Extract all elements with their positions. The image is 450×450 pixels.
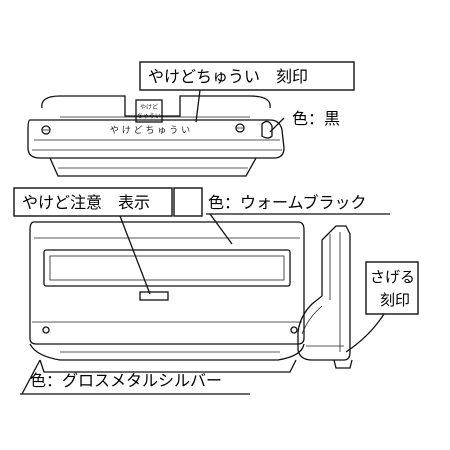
stamp-text-1: やけど (140, 103, 158, 111)
stamp-text-2: ちゅうい (137, 113, 161, 120)
front-color-label: 色：ウォームブラック (208, 193, 367, 212)
callout-front-color: 色：ウォームブラック (173, 187, 390, 245)
callout-top-engraving: やけどちゅうい 刻印 (139, 61, 355, 123)
top-color-label: 色：黒 (292, 109, 340, 128)
top-view-part: やけど ちゅうい や け ど ち ゅ う い (27, 95, 285, 177)
engraving-text: や け ど ち ゅ う い (110, 125, 190, 136)
callout-burn-warning: やけど注意 表示 (13, 187, 173, 295)
side-engraving-label-1: さげる (370, 268, 415, 286)
burn-warning-label: やけど注意 表示 (22, 193, 150, 212)
side-view-part (297, 225, 353, 369)
callout-bottom-color: 色：グロスメタルシルバー (20, 359, 250, 395)
callout-side-engraving: さげる 刻印 (345, 261, 419, 353)
side-engraving-label-2: 刻印 (380, 291, 410, 309)
top-engraving-label: やけどちゅうい 刻印 (148, 67, 308, 86)
callout-top-color: 色：黒 (269, 109, 340, 133)
bottom-color-label: 色：グロスメタルシルバー (30, 371, 222, 390)
front-view-part (29, 221, 305, 373)
